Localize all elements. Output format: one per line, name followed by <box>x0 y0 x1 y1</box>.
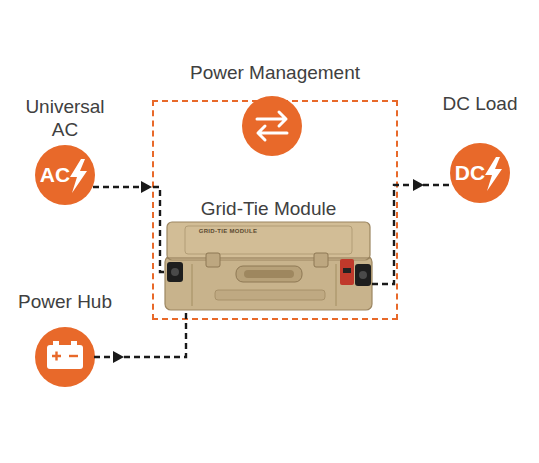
flow-connector <box>94 310 186 357</box>
case-marking: GRID-TIE MODULE <box>183 227 273 235</box>
switch <box>343 268 351 273</box>
management-circle <box>242 96 302 156</box>
switch-plate <box>340 259 354 285</box>
connector-socket <box>171 268 179 276</box>
icon-label: AC <box>35 145 75 205</box>
right-arrow-icon <box>257 112 286 126</box>
node-label: Power Hub <box>5 290 125 313</box>
handle-grip <box>244 270 294 278</box>
arrow-head <box>113 351 124 363</box>
arrow-head <box>413 179 424 191</box>
left-arrow-icon <box>258 126 287 140</box>
case-lid <box>167 222 370 260</box>
case-seam <box>167 257 370 258</box>
case-handle <box>236 266 302 282</box>
node-label: Universal AC <box>19 95 111 141</box>
connector-socket <box>359 271 367 279</box>
node-label: Grid-Tie Module <box>159 197 379 220</box>
flow-connector <box>372 185 452 284</box>
case-rib <box>191 264 192 306</box>
flow-connector <box>93 187 165 272</box>
input-connector <box>167 262 183 282</box>
module-case: Grid-Tie ModuleGRID-TIE MODULE <box>165 222 372 310</box>
output-connector <box>355 264 371 286</box>
load-circle: DC LoadDC <box>450 143 510 203</box>
icon-label: DC <box>450 143 490 203</box>
exchange-arrows-icon <box>257 112 287 140</box>
case-rib <box>335 264 336 306</box>
node-label: DC Load <box>425 92 535 115</box>
node-label: Power Management <box>155 61 395 84</box>
source-circle: Universal ACAC <box>35 145 95 205</box>
case-illustration <box>165 222 372 310</box>
case-latch <box>206 253 220 267</box>
case-latch <box>314 253 328 267</box>
arrow-head <box>141 181 152 193</box>
group-box: Grid-Tie ModuleGRID-TIE MODULEPower Mana… <box>152 100 398 320</box>
battery-circle: Power Hub <box>35 327 95 387</box>
case-badge <box>215 290 325 300</box>
case-base <box>165 256 372 310</box>
